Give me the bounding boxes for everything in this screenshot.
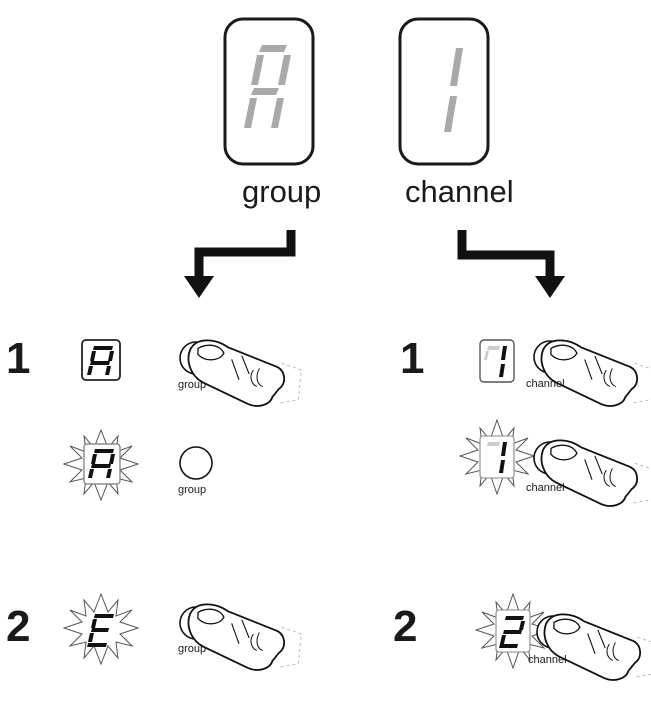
channel-display-segments	[444, 48, 463, 132]
left-step-2-number: 2	[6, 602, 31, 651]
finger-press-icon	[185, 338, 304, 409]
right-step-2-number: 2	[393, 602, 418, 651]
channel-label: channel	[405, 174, 514, 209]
finger-press-icon	[538, 438, 651, 509]
small-display-channel-1	[479, 339, 515, 383]
finger-press-icon	[538, 338, 651, 409]
right-button-label-3: channel	[528, 654, 567, 666]
small-display-group-1	[81, 339, 121, 381]
right-button-label-1: channel	[526, 378, 565, 390]
left-button-label-2: group	[178, 484, 207, 496]
finger-press-icon	[185, 602, 304, 673]
flash-burst-icon	[62, 428, 140, 502]
group-display-segments	[244, 45, 291, 128]
group-label: group	[242, 174, 322, 209]
flash-burst-icon	[62, 592, 140, 666]
push-button-icon	[179, 446, 213, 480]
flash-burst-icon	[458, 418, 536, 496]
flash-burst-icon	[474, 592, 552, 670]
group-display	[223, 17, 315, 166]
channel-display	[398, 17, 490, 166]
arrow-down-icon	[457, 230, 565, 298]
left-button-label-3: group	[178, 643, 207, 655]
right-step-1-number: 1	[400, 334, 425, 383]
left-button-label-1: group	[178, 379, 207, 391]
left-step-1-number: 1	[6, 334, 31, 383]
arrow-down-icon	[184, 230, 296, 298]
right-button-label-2: channel	[526, 482, 565, 494]
finger-press-icon	[541, 612, 651, 683]
